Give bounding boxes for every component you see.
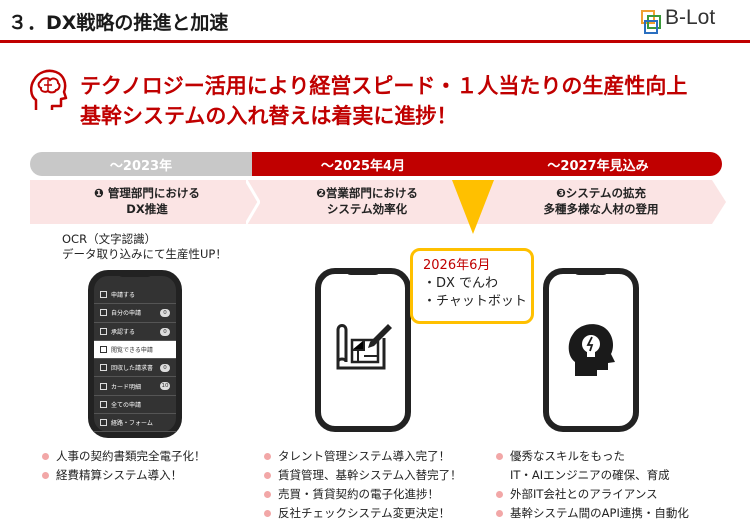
card-icon [100, 382, 107, 390]
timeline-2025: ～2025年4月 [252, 152, 474, 176]
phase-2-line-1: ❷営業部門における [316, 186, 418, 200]
band-arrow-tip [712, 180, 726, 224]
document-icon [100, 291, 107, 299]
count-badge: 0 [160, 364, 170, 373]
list-item: 優秀なスキルをもった [496, 447, 689, 466]
callout-box: 2026年6月 ・DX でんわ ・チャットボット [410, 248, 534, 324]
phase-band [30, 180, 712, 224]
menu-item[interactable]: 全ての申請 [94, 396, 176, 415]
ocr-note: OCR（文字認識） データ取り込みにて生産性UP！ [62, 232, 227, 262]
phase-1-line-1: ❶ 管理部門における [94, 186, 200, 200]
phase-3-line-1: ❸システムの拡充 [556, 186, 646, 200]
phase-3: ❸システムの拡充 多種多様な人材の登用 [506, 185, 696, 217]
menu-item[interactable]: 経路・フォーム [94, 414, 176, 433]
blueprint-pencil-icon [336, 324, 392, 370]
document-icon [100, 309, 107, 317]
phase-1: ❶ 管理部門における DX推進 [62, 185, 232, 217]
b-lot-logo [641, 10, 661, 34]
phase-2: ❷営業部門における システム効率化 [282, 185, 452, 217]
callout-pointer [452, 180, 494, 234]
callout-item-2: ・チャットボット [423, 294, 527, 309]
phone-notch [117, 270, 153, 277]
count-badge: 0 [160, 327, 170, 336]
list-item-continuation: IT・AIエンジニアの確保、育成 [510, 468, 670, 482]
list-item: 基幹システム間のAPI連携・自動化 [496, 504, 689, 523]
phone-notch [573, 268, 609, 275]
list-icon [100, 400, 107, 408]
headline-line-1: テクノロジー活用により経営スピード・１人当たりの生産性向上 [80, 74, 688, 98]
timeline-2023: ～2023年 [30, 152, 252, 176]
brain-head-icon [30, 69, 68, 110]
bullets-phase-1: 人事の契約書類完全電子化！ 経費精算システム導入！ [42, 447, 206, 485]
invoice-icon [100, 364, 107, 372]
menu-item[interactable]: 申請する [94, 286, 176, 305]
list-item: 人事の契約書類完全電子化！ [42, 447, 206, 466]
count-badge: 0 [160, 309, 170, 318]
route-icon [100, 419, 107, 427]
phone-notch [345, 268, 381, 275]
clipboard-icon [100, 346, 107, 354]
list-item: タレント管理システム導入完了！ [264, 447, 462, 466]
approve-icon [100, 327, 107, 335]
ocr-note-line-1: OCR（文字認識） [62, 232, 157, 246]
menu-item-selected[interactable]: 閲覧できる申請 [94, 340, 176, 360]
header-divider [0, 40, 750, 43]
headline-line-2: 基幹システムの入れ替えは着実に進捗！ [80, 104, 458, 128]
phase-1-line-2: DX推進 [126, 202, 168, 216]
bullets-phase-2: タレント管理システム導入完了！ 賃貸管理、基幹システム入替完了！ 売買・賃貸契約… [264, 447, 462, 523]
timeline-2027: ～2027年見込み [474, 152, 722, 176]
logo-text: B-Lot [665, 6, 716, 29]
phase-2-line-2: システム効率化 [326, 202, 408, 216]
list-item: 経費精算システム導入！ [42, 466, 206, 485]
ocr-note-line-2: データ取り込みにて生産性UP！ [62, 247, 227, 261]
ai-head-bulb-icon [568, 324, 615, 376]
list-item: 反社チェックシステム変更決定！ [264, 504, 462, 523]
list-item: 売買・賃貸契約の電子化進捗！ [264, 485, 462, 504]
callout-item-1: ・DX でんわ [423, 276, 499, 291]
chevron-divider-1 [246, 180, 260, 224]
list-item: 賃貸管理、基幹システム入替完了！ [264, 466, 462, 485]
phase-3-line-2: 多種多様な人材の登用 [543, 202, 659, 216]
bullets-phase-3: 優秀なスキルをもった IT・AIエンジニアの確保、育成 外部IT会社とのアライア… [496, 447, 689, 523]
count-badge: 10 [160, 382, 170, 391]
callout-date: 2026年6月 [423, 258, 491, 273]
list-item: 外部IT会社とのアライアンス [496, 485, 689, 504]
page-title: ３．DX戦略の推進と加速 [8, 12, 229, 34]
